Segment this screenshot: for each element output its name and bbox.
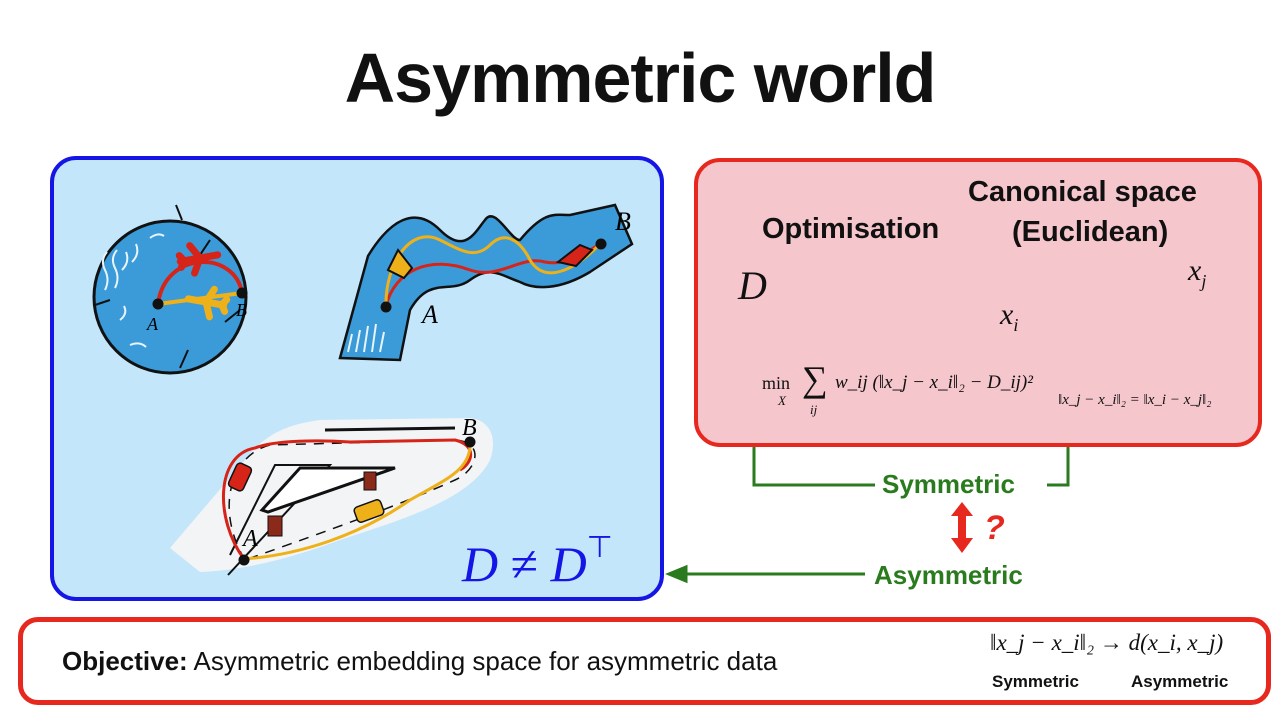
- track-label-a: A: [243, 526, 258, 552]
- symmetry-equation: ‖x_j − x_i‖₂ = ‖x_i − x_j‖₂: [1058, 392, 1212, 408]
- airplane-yellow-icon: [184, 285, 231, 321]
- page-title: Asymmetric world: [344, 39, 937, 117]
- d-symbol: D: [738, 263, 767, 308]
- asymmetric-connector: [665, 564, 865, 584]
- globe-illustration: [92, 204, 248, 375]
- objective-statement: Objective: Asymmetric embedding space fo…: [62, 646, 777, 677]
- xi-subscript: i: [1013, 315, 1019, 335]
- double-arrow-icon: [951, 502, 973, 553]
- asymmetric-label: Asymmetric: [874, 560, 1023, 590]
- boat-red-icon: [555, 243, 594, 268]
- objective-prefix: Objective:: [62, 646, 188, 676]
- formula-min: min: [762, 373, 791, 393]
- objective-panel: [18, 617, 1271, 705]
- track-label-b: B: [462, 415, 477, 441]
- car-yellow-icon: [353, 499, 385, 523]
- formula-sum: ∑: [802, 359, 828, 399]
- xj-label: xj: [1188, 254, 1206, 292]
- globe-label-a: A: [147, 314, 158, 334]
- relation-lhs: D: [462, 536, 499, 592]
- river-label-b: B: [615, 207, 631, 236]
- relation-op: ≠: [510, 536, 539, 592]
- symmetric-label: Symmetric: [882, 469, 1015, 499]
- transpose-symbol: ⊤: [586, 531, 613, 564]
- car-red-icon: [227, 462, 253, 492]
- formula-sum-sub: ij: [810, 402, 818, 417]
- relation-rhs: D: [550, 536, 587, 592]
- optimisation-label: Optimisation: [762, 213, 940, 245]
- xj-subscript: j: [1201, 271, 1207, 291]
- objective-formula: ‖x_j − x_i‖₂ → d(x_i, x_j): [990, 630, 1224, 655]
- globe-label-b: B: [236, 300, 247, 320]
- question-mark: ?: [984, 509, 1005, 547]
- xi-symbol: x: [1000, 298, 1014, 331]
- river-illustration: [338, 203, 634, 362]
- canonical-space-panel: [694, 158, 1262, 447]
- track-illustration: [170, 418, 494, 576]
- xj-symbol: x: [1188, 254, 1202, 287]
- canonical-space-title: Canonical space: [968, 176, 1197, 208]
- formula-body: w_ij (‖x_j − x_i‖₂ − D_ij)²: [835, 372, 1033, 393]
- xi-label: xi: [1000, 298, 1018, 336]
- asymmetric-relation: D ≠ D⊤: [462, 530, 613, 593]
- objective-symmetric-note: Symmetric: [992, 672, 1079, 691]
- airplane-red-icon: [175, 242, 222, 277]
- euclidean-label: (Euclidean): [1012, 216, 1169, 248]
- river-label-a: A: [422, 300, 438, 329]
- wind-icon: [101, 233, 165, 348]
- formula-min-sub: X: [778, 393, 786, 408]
- boat-yellow-icon: [386, 248, 414, 280]
- objective-text: Asymmetric embedding space for asymmetri…: [193, 646, 778, 676]
- objective-asymmetric-note: Asymmetric: [1131, 672, 1229, 691]
